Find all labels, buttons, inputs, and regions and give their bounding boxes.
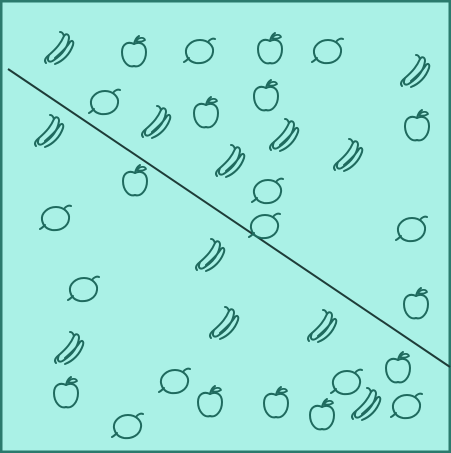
fruit-board-svg <box>0 0 451 453</box>
fruit-diagram <box>0 0 451 453</box>
